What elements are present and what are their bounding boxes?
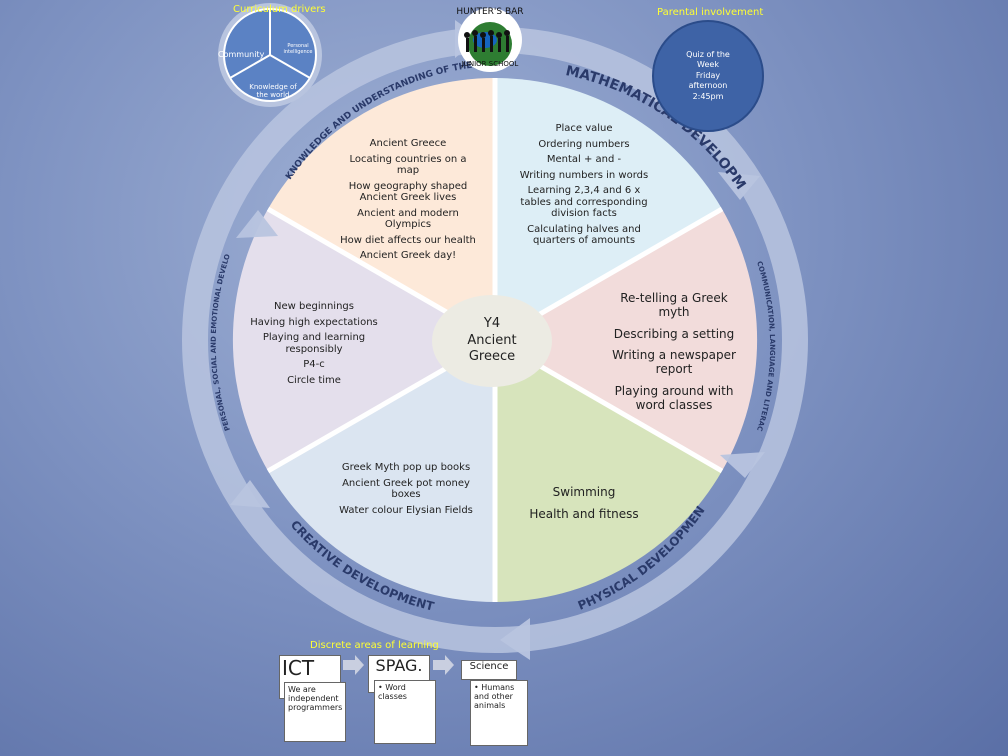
school-logo	[458, 8, 522, 72]
arrow-head	[720, 452, 765, 478]
discrete-arrows	[343, 655, 454, 675]
logo-top-text: HUNTER'S BAR	[456, 7, 523, 17]
arc-text-personal: PERSONAL, SOCIAL AND EMOTIONAL DEVELOPME…	[0, 0, 232, 432]
parental-involvement-label: Parental involvement	[657, 7, 764, 18]
drivers-wheel	[218, 3, 322, 107]
ict-item: We are independent programmers	[288, 685, 343, 713]
quiz-line: afternoon	[688, 81, 728, 91]
quiz-line: Week	[697, 60, 719, 70]
logo-bottom-text: JUNIOR SCHOOL	[461, 60, 519, 68]
segment-creative	[268, 340, 495, 602]
hub-line: Ancient	[467, 332, 517, 348]
knowledge-item: Ancient Greece	[369, 138, 447, 149]
driver-community: Community	[218, 50, 265, 59]
physical-item: Swimming	[552, 485, 616, 499]
communication-item: Re-telling a Greek myth	[620, 291, 728, 319]
communication-item: Playing around with word classes	[614, 383, 734, 412]
quiz-line: 2:45pm	[692, 91, 724, 101]
communication-item: Writing a newspaper report	[612, 348, 736, 377]
knowledge-item: Locating countries on a map	[349, 153, 467, 177]
maths-item: Place value	[555, 123, 613, 134]
hub-line: Greece	[468, 349, 516, 365]
segment-personal	[232, 209, 495, 471]
personal-item: New beginnings	[274, 301, 354, 312]
communication-item: Describing a setting	[613, 326, 735, 341]
arrow-head	[230, 480, 270, 508]
physical-item: Health and fitness	[529, 506, 639, 521]
segment-communication	[495, 209, 758, 471]
personal-items: New beginnings Having high expectations …	[250, 301, 378, 390]
creative-item: Water colour Elysian Fields	[339, 504, 473, 516]
personal-item: Circle time	[287, 374, 341, 386]
maths-items: Place value Ordering numbers Mental + an…	[516, 123, 652, 251]
driver-knowledge-world: Knowledge of the world	[249, 83, 297, 99]
arrow-head	[236, 210, 278, 238]
personal-item: Playing and learning responsibly	[262, 332, 366, 355]
personal-item: P4-c	[303, 359, 325, 370]
arrow-ict-spag	[343, 655, 364, 675]
arrow-spag-science	[433, 655, 454, 675]
segments	[232, 77, 758, 602]
science-item: • Humans and other animals	[474, 683, 515, 711]
maths-item: Learning 2,3,4 and 6 x tables and corres…	[520, 185, 648, 219]
creative-item: Greek Myth pop up books	[341, 462, 471, 473]
knowledge-item: Ancient Greek day!	[359, 250, 457, 261]
quiz-badge: Quiz of the Week Friday afternoon 2:45pm	[652, 20, 764, 132]
arc-label-creative: CREATIVE DEVELOPMENT	[288, 518, 436, 614]
segment-physical	[495, 340, 722, 602]
physical-items: Swimming Health and fitness	[524, 485, 644, 526]
science-title-box: Science	[461, 660, 517, 680]
creative-item: Ancient Greek pot money boxes	[342, 477, 470, 501]
arc-text-creative: CREATIVE DEVELOPMENT	[288, 518, 436, 614]
communication-items: Re-telling a Greek myth Describing a set…	[604, 291, 744, 417]
arc-label-personal: PERSONAL, SOCIAL AND EMOTIONAL DEVELOPME…	[0, 0, 232, 432]
quiz-line: Friday	[695, 70, 721, 80]
central-hub: Y4 Ancient Greece	[432, 295, 552, 387]
spag-item: • Word classes	[378, 683, 407, 702]
ict-item-box: We are independent programmers	[284, 682, 346, 742]
maths-item: Writing numbers in words	[519, 169, 649, 181]
personal-item: Having high expectations	[250, 316, 378, 328]
ict-title: ICT	[282, 656, 315, 680]
knowledge-item: How geography shaped Ancient Greek lives	[348, 180, 468, 204]
science-item-box: • Humans and other animals	[470, 680, 528, 746]
knowledge-item: How diet affects our health	[340, 234, 476, 246]
knowledge-item: Ancient and modern Olympics	[357, 207, 459, 231]
arrow-head	[500, 618, 530, 660]
hub-line: Y4	[483, 315, 501, 331]
science-title: Science	[469, 661, 509, 672]
discrete-title: Discrete areas of learning	[310, 640, 439, 651]
segment-maths	[495, 77, 722, 341]
maths-item: Calculating halves and quarters of amoun…	[527, 223, 641, 247]
arrow-head	[718, 172, 760, 200]
curriculum-drivers-label: Curriculum drivers	[233, 4, 326, 15]
knowledge-items: Ancient Greece Locating countries on a m…	[338, 138, 478, 266]
maths-item: Mental + and -	[546, 154, 622, 165]
spag-item-box: • Word classes	[374, 680, 436, 744]
maths-item: Ordering numbers	[538, 138, 630, 150]
creative-items: Greek Myth pop up books Ancient Greek po…	[338, 462, 474, 520]
spag-title: SPAG.	[375, 656, 423, 675]
quiz-line: Quiz of the	[686, 50, 730, 60]
segment-knowledge	[268, 77, 495, 340]
driver-personal-intelligence: Personal intelligence	[283, 43, 313, 55]
